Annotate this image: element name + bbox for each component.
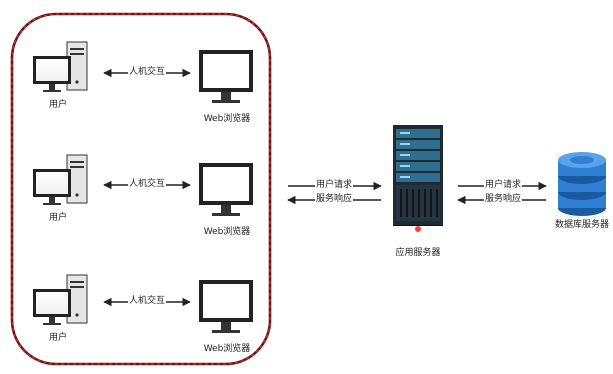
browser-label: Web浏览器 <box>203 114 251 124</box>
browser-label: Web浏览器 <box>203 227 251 237</box>
user-label: 用户 <box>48 100 68 110</box>
app-server-icon <box>393 125 443 232</box>
client-group-border <box>10 12 272 366</box>
interaction-label: 人机交互 <box>127 67 167 78</box>
browser-label: Web浏览器 <box>203 344 251 354</box>
user-pc-icon <box>33 154 88 205</box>
interaction-label: 人机交互 <box>127 179 167 190</box>
browser-monitor-icon <box>199 50 253 103</box>
db-server-label: 数据库服务器 <box>554 220 610 230</box>
response-label: 服务响应 <box>314 194 354 205</box>
user-label: 用户 <box>48 333 68 343</box>
browser-monitor-icon <box>199 163 253 216</box>
user-label: 用户 <box>48 213 68 223</box>
user-pc-icon <box>33 274 88 325</box>
user-pc-icon <box>33 41 88 92</box>
interaction-label: 人机交互 <box>127 296 167 307</box>
browser-monitor-icon <box>199 280 253 333</box>
request-label: 用户请求 <box>314 180 354 191</box>
database-icon <box>558 152 606 216</box>
request-label: 用户请求 <box>483 180 523 191</box>
response-label: 服务响应 <box>483 194 523 205</box>
app-server-label: 应用服务器 <box>395 248 441 258</box>
